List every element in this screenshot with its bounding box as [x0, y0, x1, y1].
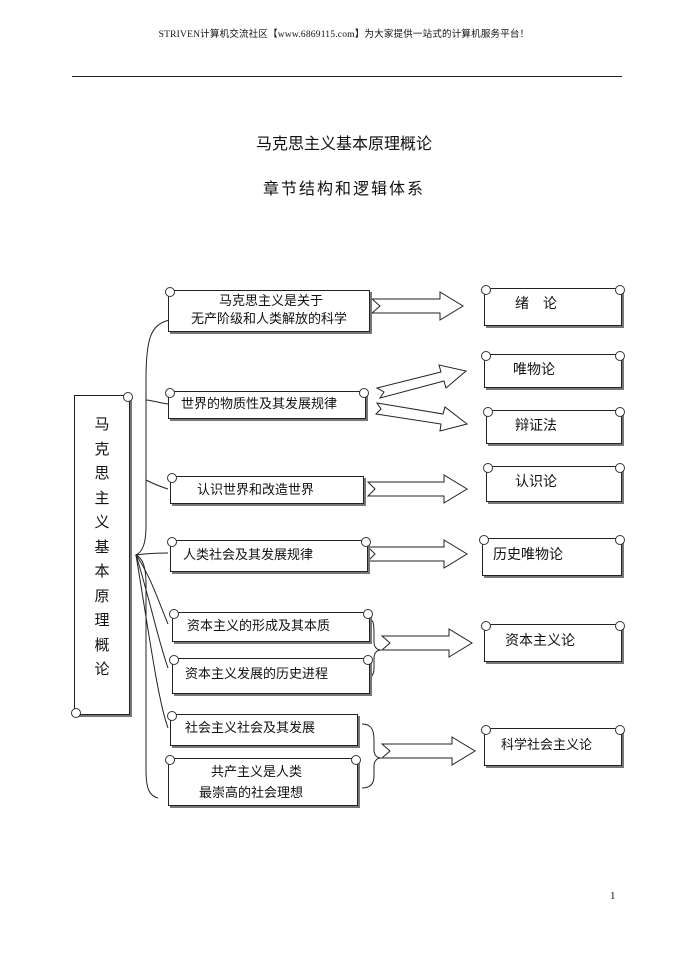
arrow-3	[366, 474, 468, 504]
branch-topic-5	[135, 554, 169, 625]
arrow-5	[380, 628, 473, 658]
branch-topic-4	[135, 552, 169, 556]
part-introduction-label: 绪 论	[515, 296, 557, 312]
branch-topic-7	[135, 554, 169, 729]
topic-box-5: 资本主义的形成及其本质	[169, 609, 373, 642]
topic-3-label: 认识世界和改造世界	[197, 483, 315, 498]
topic-5-label: 资本主义的形成及其本质	[187, 619, 331, 634]
arrow-6	[380, 736, 476, 766]
topic-box-3: 认识世界和改造世界	[167, 473, 364, 504]
part-scientific-socialism-label: 科学社会主义论	[501, 738, 593, 753]
document-subtitle: 章节结构和逻辑体系	[262, 179, 425, 198]
topic-1-line1: 马克思主义是关于	[219, 294, 324, 309]
part-historical-materialism-label: 历史唯物论	[493, 547, 563, 563]
topic-4-label: 人类社会及其发展规律	[183, 548, 314, 563]
part-box-historical-materialism: 历史唯物论	[479, 535, 625, 576]
topic-8-line2: 最崇高的社会理想	[199, 786, 304, 801]
part-box-introduction: 绪 论	[481, 285, 625, 326]
arrow-1	[370, 291, 464, 321]
branch-topic-2	[145, 399, 169, 405]
header-rule	[72, 76, 622, 77]
topic-7-label: 社会主义社会及其发展	[185, 721, 316, 736]
part-box-scientific-socialism: 科学社会主义论	[481, 725, 625, 766]
part-capitalism-label: 资本主义论	[505, 633, 575, 649]
topic-1-line2: 无产阶级和人类解放的科学	[191, 312, 348, 327]
part-box-epistemology: 认识论	[483, 463, 625, 502]
topic-box-8: 共产主义是人类 最崇高的社会理想	[165, 755, 361, 806]
topic-box-4: 人类社会及其发展规律	[167, 537, 371, 572]
topic-8-line1: 共产主义是人类	[211, 765, 303, 780]
brace-socialism	[361, 723, 382, 789]
page-number: 1	[610, 890, 616, 902]
branch-topic-3	[145, 479, 169, 490]
topic-2-label: 世界的物质性及其发展规律	[181, 397, 338, 412]
part-box-dialectics: 辩证法	[483, 407, 625, 444]
root-box: 马 克 思 主 义 基 本 原 理 概 论	[71, 392, 133, 718]
arrow-2b	[374, 402, 469, 432]
arrow-2a	[375, 364, 468, 399]
document-title: 马克思主义基本原理概论	[255, 134, 432, 153]
topic-box-6: 资本主义发展的历史进程	[169, 655, 373, 694]
part-dialectics-label: 辩证法	[515, 418, 557, 434]
part-box-capitalism: 资本主义论	[481, 621, 625, 662]
part-materialism-label: 唯物论	[513, 362, 555, 378]
branch-topic-6	[135, 554, 169, 669]
part-box-materialism: 唯物论	[481, 351, 625, 388]
topic-box-1: 马克思主义是关于 无产阶级和人类解放的科学	[165, 287, 370, 332]
topic-box-7: 社会主义社会及其发展	[167, 711, 358, 746]
topic-6-label: 资本主义发展的历史进程	[185, 667, 329, 682]
brace-capitalism	[361, 617, 382, 681]
arrow-4	[366, 539, 468, 569]
topic-box-2: 世界的物质性及其发展规律	[165, 388, 369, 419]
page-header-banner: STRIVEN计算机交流社区【www.6869115.com】为大家提供一站式的…	[158, 30, 530, 40]
root-label: 马 克 思 主 义 基 本 原 理 概 论	[94, 415, 110, 678]
part-epistemology-label: 认识论	[515, 474, 557, 490]
